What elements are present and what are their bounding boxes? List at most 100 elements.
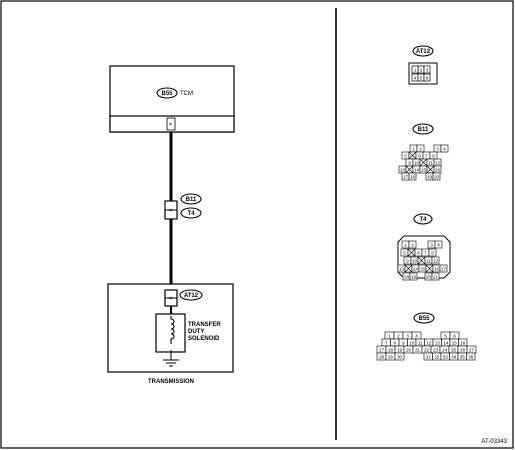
tcm-connector-name: B55: [161, 91, 173, 97]
tcm-label: TCM: [180, 91, 193, 97]
t4-pin-14-pin-label: 14: [413, 266, 419, 271]
junction-connector: 5 B11 T4: [164, 193, 202, 220]
b55-view-name: B55: [418, 316, 430, 322]
b55-pin-25-pin-label: 25: [451, 347, 457, 352]
t4-pin-2-pin-label: 2: [411, 242, 414, 247]
b55-pin-17-pin-label: 17: [379, 347, 385, 352]
t4-pin-20-pin-label: 20: [426, 274, 432, 279]
b55-pin-7-pin-label: 7: [385, 340, 388, 345]
t4-pin-17-cell: [439, 264, 448, 273]
t4-pin-13-pin-label: 13: [399, 266, 405, 271]
b11-pin-12-pin-label: 12: [435, 160, 441, 165]
t4-pin-15-pin-label: 15: [420, 266, 426, 271]
solenoid-label-line2: DUTY: [188, 329, 204, 335]
b55-pin-31-pin-label: 31: [426, 354, 432, 359]
solenoid-box: [155, 313, 186, 353]
transmission-unit: 5 AT12 TRANSFER DUTY SOLENOID: [107, 283, 234, 373]
t4-pin-12-pin-label: 12: [433, 258, 439, 263]
b55-pin-11-pin-label: 11: [418, 340, 423, 345]
b11-blank-icon: [426, 165, 435, 174]
b11-pin-20-cell: [432, 172, 441, 181]
t4-pin-4-cell: [434, 240, 443, 249]
at12-pin-label: 5: [168, 296, 173, 299]
t4-blank-icon: [407, 248, 416, 257]
b11-pin-18-cell: [408, 172, 417, 181]
b55-pin-2-pin-label: 2: [397, 333, 400, 338]
b11-pin-17-pin-label: 17: [403, 174, 409, 179]
b55-pin-1-pin-label: 1: [388, 333, 391, 338]
t4-pin-6-pin-label: 6: [417, 250, 420, 255]
b55-pin-14-pin-label: 14: [443, 340, 449, 345]
t4-pin-11-pin-label: 11: [426, 258, 431, 263]
at12-badge-label: AT12: [184, 293, 199, 299]
at12-pin-5: 5: [420, 76, 423, 81]
solenoid-coil-icon: [170, 316, 175, 344]
t4-pin-19-cell: [409, 272, 418, 281]
b55-pin-8-pin-label: 8: [393, 340, 396, 345]
b11-pin-1-pin-label: 1: [412, 146, 415, 151]
b55-pin-19-pin-label: 19: [397, 347, 403, 352]
t4-pin-17-pin-label: 17: [441, 266, 447, 271]
b11-pin-13-pin-label: 13: [400, 167, 406, 172]
b55-pin-30-cell: [394, 352, 405, 361]
at12-pin-6: 6: [426, 76, 429, 81]
t4-pin-3-pin-label: 3: [430, 242, 433, 247]
b55-pin-13-pin-label: 13: [435, 340, 441, 345]
junction-pin-label: 5: [168, 208, 173, 211]
b55-pin-16-pin-label: 16: [460, 340, 466, 345]
at12-pin-cell: [423, 65, 431, 74]
b11-pin-6-pin-label: 6: [418, 153, 421, 158]
b55-pin-20-pin-label: 20: [406, 347, 412, 352]
b55-pin-3-pin-label: 3: [406, 333, 409, 338]
t4-badge-label: T4: [187, 211, 195, 217]
transmission-label: TRANSMISSION: [148, 379, 194, 385]
solenoid-label-line1: TRANSFER: [188, 322, 221, 328]
b55-pin-5-pin-label: 5: [444, 333, 447, 338]
b55-pin-12-pin-label: 12: [426, 340, 432, 345]
b11-pin-19-pin-label: 19: [427, 174, 433, 179]
b11-pin-16-pin-label: 16: [435, 167, 441, 172]
b11-blank-icon: [408, 151, 417, 160]
b55-pin-28-pin-label: 28: [379, 354, 385, 359]
b11-pin-18-pin-label: 18: [410, 174, 416, 179]
t4-pin-2-cell: [408, 240, 417, 249]
t4-pin-21-cell: [431, 272, 440, 281]
at12-view-badge: [412, 45, 434, 57]
b11-pin-4-cell: [440, 144, 449, 153]
t4-blank-icon: [417, 256, 426, 265]
b11-pin-8-pin-label: 8: [432, 153, 435, 158]
b55-pin-10-pin-label: 10: [409, 340, 415, 345]
b11-view-badge: [412, 123, 434, 135]
t4-pin-1-pin-label: 1: [404, 242, 407, 247]
b11-pin-9-pin-label: 9: [408, 160, 411, 165]
b11-blank-icon: [419, 158, 428, 167]
b11-pin-20-pin-label: 20: [434, 174, 440, 179]
b11-view-name: B11: [418, 127, 429, 133]
b11-blank-icon: [405, 165, 414, 174]
figure-id: AT-03343: [481, 439, 507, 445]
at12-connector-view: AT12 2 3 1 4 5 6: [408, 45, 438, 85]
t4-pin-21-pin-label: 21: [433, 274, 439, 279]
b11-pin-2-pin-label: 2: [419, 146, 422, 151]
at12-pin-2: 2: [420, 68, 423, 73]
b55-pin-18-pin-label: 18: [388, 347, 394, 352]
ground-icon: [163, 359, 179, 367]
t4-pin-12-cell: [431, 256, 440, 265]
t4-pin-10-pin-label: 10: [412, 258, 418, 263]
at12-badge: [179, 289, 203, 301]
t4-view-name: T4: [419, 217, 427, 223]
b55-pin-6-pin-label: 6: [453, 333, 456, 338]
b11-pin-7-pin-label: 7: [425, 153, 428, 158]
b55-pin-21-pin-label: 21: [415, 347, 421, 352]
b55-pin-36-pin-label: 36: [468, 354, 474, 359]
b55-pin-4-pin-label: 4: [415, 333, 418, 338]
b11-pin-4-pin-label: 4: [443, 146, 446, 151]
t4-pin-9-pin-label: 9: [406, 258, 409, 263]
b55-pin-34-pin-label: 34: [451, 354, 457, 359]
at12-pin-3: 3: [426, 68, 429, 73]
b11-pin-14-pin-label: 14: [414, 167, 420, 172]
